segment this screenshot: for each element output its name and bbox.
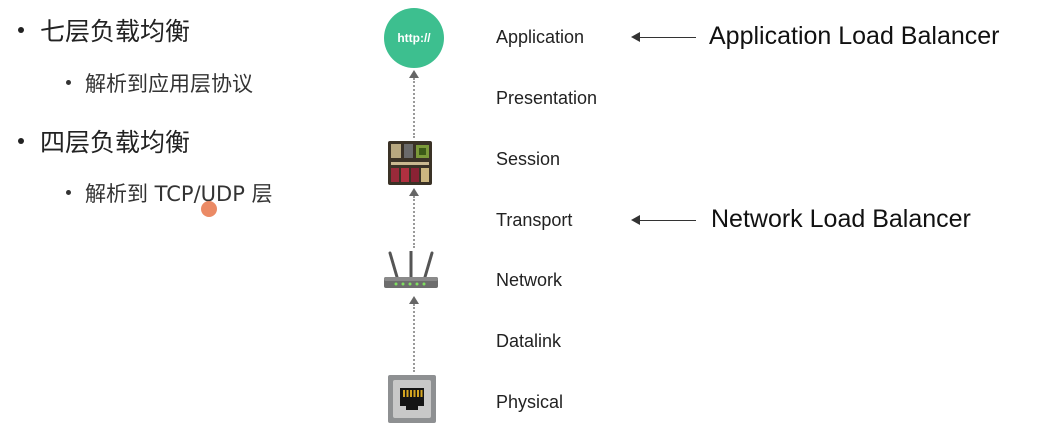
layer-application: Application (496, 27, 585, 47)
connector-line (413, 304, 415, 372)
application-load-balancer-label: Application Load Balancer (709, 22, 1000, 50)
left-bullet-list: 七层负载均衡 解析到应用层协议 四层负载均衡 解析到 TCP/UDP 层 (0, 0, 360, 433)
sub-bullet-layer4: 解析到 TCP/UDP 层 (66, 178, 273, 208)
arrow-up-icon (409, 70, 419, 78)
layer-session: Session (496, 149, 561, 169)
arrow-left-icon (631, 215, 640, 225)
http-globe-icon: http:// (384, 8, 444, 68)
layer-network: Network (496, 270, 563, 290)
arrow-left-icon (631, 32, 640, 42)
layer-presentation: Presentation (496, 88, 598, 108)
sub-bullet-layer7: 解析到应用层协议 (66, 68, 253, 98)
bullet-layer4: 四层负载均衡 (18, 123, 190, 159)
ethernet-port-icon (388, 375, 436, 423)
layer-datalink: Datalink (496, 331, 562, 351)
pointer-line (638, 37, 696, 38)
connector-line (413, 196, 415, 248)
bullet-dot (66, 79, 71, 85)
osi-stack-diagram: http:// Application Presen (360, 0, 1047, 433)
bullet-layer7-text: 七层负载均衡 (40, 17, 191, 46)
layer-physical: Physical (496, 392, 564, 412)
network-load-balancer-label: Network Load Balancer (711, 205, 971, 233)
arrow-up-icon (409, 188, 419, 196)
http-label: http:// (397, 31, 431, 45)
router-icon (384, 251, 438, 288)
bullet-layer4-text: 四层负载均衡 (40, 128, 191, 157)
bullet-dot (18, 138, 24, 144)
sub-bullet-layer7-text: 解析到应用层协议 (85, 72, 253, 96)
arrow-up-icon (409, 296, 419, 304)
pointer-line (638, 220, 696, 221)
layer-transport: Transport (496, 210, 573, 230)
connector-line (413, 78, 415, 138)
pointer-cursor-icon (201, 201, 217, 217)
sub-bullet-layer4-text: 解析到 TCP/UDP 层 (85, 182, 273, 206)
bullet-dot (66, 189, 71, 195)
circuit-board-icon (388, 141, 432, 185)
bullet-dot (18, 27, 24, 33)
bullet-layer7: 七层负载均衡 (18, 12, 190, 48)
